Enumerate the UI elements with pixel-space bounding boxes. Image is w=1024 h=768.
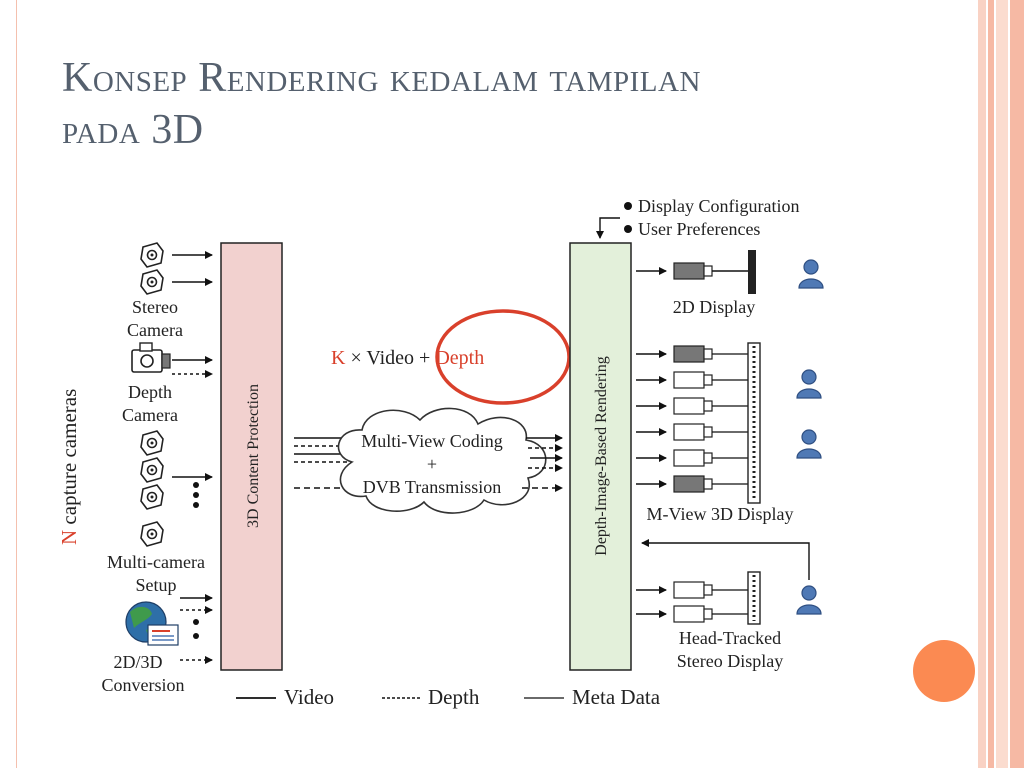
coding-label-1: Multi-View Coding [361,431,502,451]
stereo-camera-icon-1 [140,242,164,268]
mview-arrows [636,350,667,488]
title-line-2: pada 3D [62,107,204,153]
mview-projector-4 [673,423,713,441]
stripe-1 [978,0,986,768]
coding-label-2: + [427,454,437,474]
depth-camera-icon [131,342,171,373]
head-display-projector-1 [673,581,713,599]
mview-projector-2 [673,371,713,389]
stereo-camera-label-2: Camera [127,320,183,340]
conversion-label-2: Conversion [102,675,185,695]
n-capture-cameras-label: N capture cameras [57,389,81,545]
legend-video-label: Video [284,685,334,709]
stereo-camera-label-1: Stereo [132,297,178,317]
transmission-cloud [337,407,547,514]
coding-label-3: DVB Transmission [363,477,502,497]
multi-camera-label-1: Multi-camera [107,552,205,572]
head-tracking-feedback-arrow [641,539,810,580]
mview-user-icon-2 [796,429,822,459]
multi-camera-ellipsis [193,482,199,508]
mview-beams [712,353,748,485]
head-display-label-1: Head-Tracked [679,628,781,648]
head-display-projector-2 [673,605,713,623]
rendering-label: Depth-Image-Based Rendering [593,356,610,555]
2d-display-screen [748,250,756,294]
legend-depth-label: Depth [428,685,480,709]
stripe-4 [1010,0,1024,768]
conversion-ellipsis [193,619,199,639]
legend-meta-label: Meta Data [572,685,661,709]
config-arrow [596,217,620,239]
stripe-3 [996,0,1008,768]
k-video-depth-label: K × Video + Depth [331,347,484,369]
content-protection-box [220,242,283,671]
slide-left-border [0,0,17,768]
mview-projector-3 [673,397,713,415]
stripe-2 [988,0,994,768]
multi-camera-icon-4 [140,521,164,547]
head-display-screen [747,571,761,625]
multi-camera-label-2: Setup [135,575,176,595]
cloud-to-rendering-arrows [522,434,563,492]
page-title: Konsep Rendering kedalam tampilan pada 3… [62,52,942,156]
user-preferences-label: User Preferences [638,219,760,239]
2d-display-projector [673,262,713,280]
rendering-box [569,242,632,671]
mview-screen [747,342,761,504]
title-line-1: Konsep Rendering kedalam tampilan [62,55,701,101]
depth-camera-label-1: Depth [128,382,172,402]
mview-display-label: M-View 3D Display [647,504,794,524]
head-display-user-icon [796,585,822,615]
multi-camera-icon-3 [140,484,164,510]
mview-projector-5 [673,449,713,467]
multi-camera-icon-1 [140,430,164,456]
head-display-label-2: Stereo Display [677,651,783,671]
depth-camera-label-2: Camera [122,405,178,425]
2d-display-user-icon [798,259,824,289]
orange-decor-circle [913,640,975,702]
display-config-label: Display Configuration [638,196,799,216]
stereo-camera-icon-2 [140,269,164,295]
2d-display-label: 2D Display [673,297,756,317]
mview-user-icon-1 [796,369,822,399]
document-icon [147,624,179,646]
multi-camera-icon-2 [140,457,164,483]
content-protection-label: 3D Content Protection [245,384,262,528]
depth-highlight-circle [435,309,571,405]
mview-projector-1 [673,345,713,363]
mview-projector-6 [673,475,713,493]
config-bullets [624,202,632,233]
conversion-label-1: 2D/3D [114,652,163,672]
